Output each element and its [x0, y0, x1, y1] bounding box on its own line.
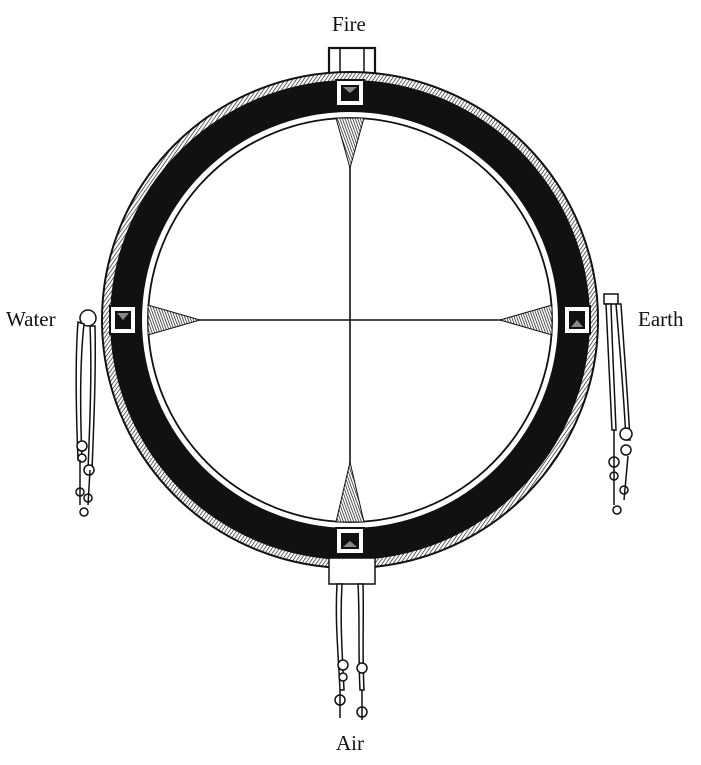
label-fire: Fire	[332, 14, 366, 35]
label-air: Air	[336, 733, 364, 754]
air-thongs	[329, 558, 375, 720]
water-bead	[110, 306, 136, 334]
label-water: Water	[6, 309, 56, 330]
water-thongs	[76, 310, 96, 516]
earth-thongs	[604, 294, 632, 514]
fire-bead	[336, 80, 364, 106]
earth-bead	[564, 306, 590, 334]
air-bead	[336, 528, 364, 554]
label-earth: Earth	[638, 309, 683, 330]
